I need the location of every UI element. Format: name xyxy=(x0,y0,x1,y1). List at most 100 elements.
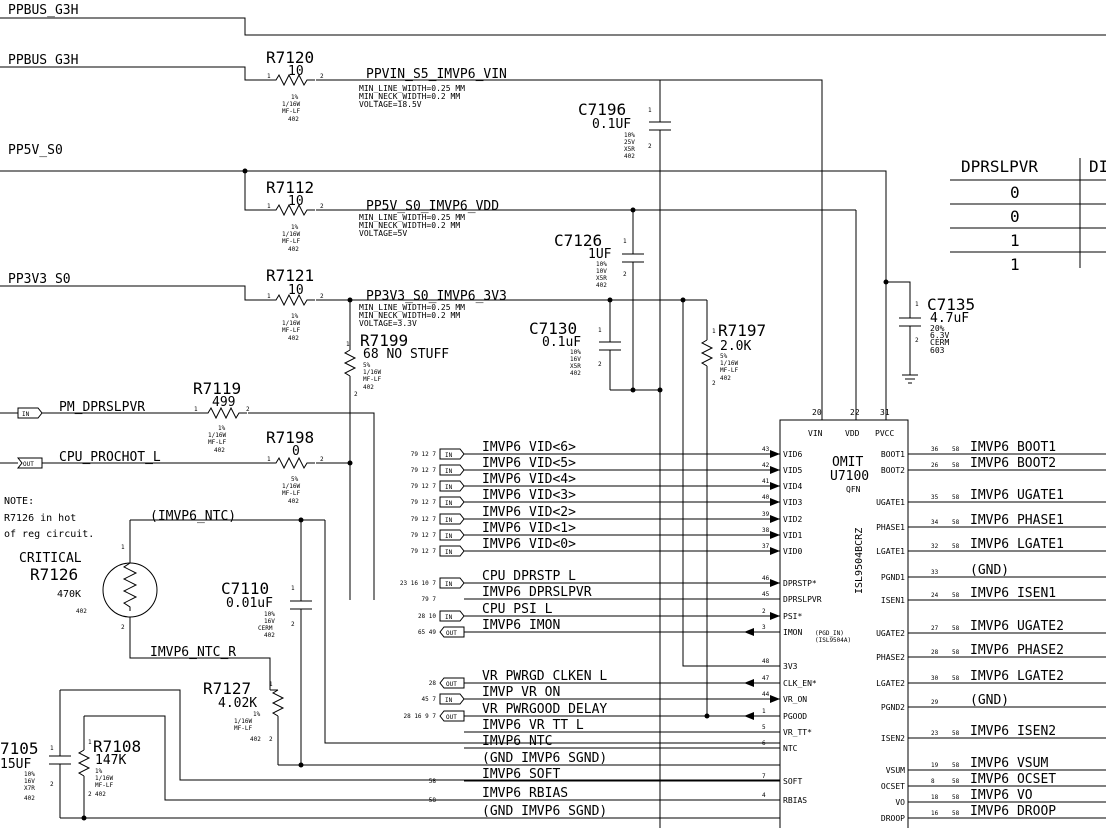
table-cell: 1 xyxy=(1010,231,1020,250)
page-refs: 79 12 7 xyxy=(411,532,437,539)
svg-text:of reg circuit.: of reg circuit. xyxy=(4,529,94,540)
r7121-value: 10 xyxy=(288,283,304,298)
signal-row: 58 IMVP6_BOOT2 xyxy=(908,456,1106,471)
signal-label: IMVP6_VID<2> xyxy=(482,505,576,520)
ic-ref: U7100 xyxy=(830,469,869,484)
ic-u7100: 20 VIN 22 VDD 31 PVCC OMIT U7100 QFN ISL… xyxy=(762,408,939,828)
net-label-pm-dprslpvr: PM_DPRSLPVR xyxy=(59,400,145,415)
svg-text:MF-LF: MF-LF xyxy=(282,327,300,334)
svg-text:X7R: X7R xyxy=(24,785,35,792)
ic-pin-name: PHASE2 xyxy=(876,653,905,662)
signal-row: (GND_IMVP6_SGND) xyxy=(464,804,780,819)
signal-label: (GND) xyxy=(970,693,1009,708)
ic-pin-number: 6 xyxy=(762,740,766,747)
svg-text:1/16W: 1/16W xyxy=(95,775,113,782)
signal-label: IMVP6_DROOP xyxy=(970,804,1056,819)
svg-text:VOLTAGE=3.3V: VOLTAGE=3.3V xyxy=(359,319,417,328)
r7112-body xyxy=(268,203,315,217)
svg-text:PVCC: PVCC xyxy=(875,429,894,438)
c7105-value: 15UF xyxy=(0,757,31,772)
ic-pin-number: 46 xyxy=(762,575,770,582)
r7127-ref: R7127 xyxy=(203,679,251,698)
svg-text:16V: 16V xyxy=(24,778,35,785)
net-label-cpu-prochot: CPU_PROCHOT_L xyxy=(59,450,161,465)
page-refs: 28 16 9 7 xyxy=(403,713,436,720)
ic-pin-number: 44 xyxy=(762,691,770,698)
page-refs: 58 xyxy=(952,543,960,550)
svg-text:1: 1 xyxy=(712,328,716,335)
svg-text:IN: IN xyxy=(445,581,453,588)
signal-label: IMVP6_LGATE2 xyxy=(970,669,1064,684)
port-in-flag xyxy=(439,448,465,460)
svg-text:MIN_NECK_WIDTH=0.2 MM: MIN_NECK_WIDTH=0.2 MM xyxy=(359,92,460,101)
signal-label: CPU_PSI_L xyxy=(482,602,553,617)
svg-text:MF-LF: MF-LF xyxy=(208,439,226,446)
ic-pin-name: PGOOD xyxy=(783,712,807,721)
svg-text:X5R: X5R xyxy=(570,363,581,370)
ic-package: QFN xyxy=(846,485,861,494)
svg-text:603: 603 xyxy=(930,346,945,355)
ic-pin-number: 45 xyxy=(762,591,770,598)
port-in-flag xyxy=(439,577,465,589)
svg-text:IN: IN xyxy=(445,533,453,540)
svg-text:6.3V: 6.3V xyxy=(930,331,949,340)
net-label-ppbus-g3h-top: PPBUS_G3H xyxy=(8,3,78,18)
page-refs: 58 xyxy=(952,462,960,469)
c7105-r7108: 7105 15UF 1 2 10% 16V X7R 402 R7108 147K… xyxy=(0,689,780,821)
page-refs: 58 xyxy=(952,730,960,737)
ic-pin-name: OCSET xyxy=(881,782,905,791)
net-label-imvp6-ntc-paren: (IMVP6_NTC) xyxy=(150,509,236,524)
svg-text:IN: IN xyxy=(445,468,453,475)
table-cell: 0 xyxy=(1010,207,1020,226)
svg-text:OUT: OUT xyxy=(446,681,457,688)
ic-pin-name: LGATE1 xyxy=(876,547,905,556)
ic-pin-name: VR_TT* xyxy=(783,728,812,737)
c7126: C7126 1UF 1 2 10% 10V X5R 402 xyxy=(554,210,644,390)
svg-text:(ISL9504A): (ISL9504A) xyxy=(815,637,851,644)
svg-text:VDD: VDD xyxy=(845,429,860,438)
signal-label: IMVP6_DPRSLPVR xyxy=(482,585,592,600)
svg-text:1%: 1% xyxy=(291,313,299,320)
arrow-icon xyxy=(770,695,780,703)
svg-text:2: 2 xyxy=(915,337,919,344)
net-ppbus-g3h-top: PPBUS_G3H xyxy=(0,3,1106,36)
c7110: C7110 0.01uF 1 2 10% 16V CERM 402 xyxy=(221,520,312,768)
svg-text:402: 402 xyxy=(214,447,225,454)
signal-label: IMVP6_BOOT1 xyxy=(970,440,1056,455)
svg-text:1%: 1% xyxy=(291,94,299,101)
ic-pin-name: 3V3 xyxy=(783,662,798,671)
ic-pin-name: VID4 xyxy=(783,482,802,491)
c7110-ref: C7110 xyxy=(221,579,269,598)
signal-label: IMVP6_BOOT2 xyxy=(970,456,1056,471)
svg-text:2: 2 xyxy=(88,791,92,798)
svg-text:2: 2 xyxy=(712,380,716,387)
signal-label: IMVP6_OCSET xyxy=(970,772,1056,787)
r7119-ref: R7119 xyxy=(193,379,241,398)
r7199-value: 68 NO STUFF xyxy=(363,347,449,362)
page-refs: 58 xyxy=(952,794,960,801)
r7119-body xyxy=(200,406,247,420)
net-pp5v-s0: PP5V_S0 R7112 10 1 2 1% 1/16W MF-LF 402 … xyxy=(0,143,887,420)
svg-text:1: 1 xyxy=(267,293,271,300)
svg-text:10%: 10% xyxy=(596,261,607,268)
signal-row: (GND) xyxy=(908,693,1106,708)
svg-text:VIN: VIN xyxy=(808,429,823,438)
ic-pin-number: 36 xyxy=(931,446,939,453)
svg-text:OUT: OUT xyxy=(23,461,34,468)
svg-text:5%: 5% xyxy=(291,476,299,483)
r7198-value: 0 xyxy=(292,444,300,459)
svg-text:1: 1 xyxy=(269,681,273,688)
c7130: C7130 0.1uF 1 2 10% 16V X5R 402 xyxy=(529,300,663,393)
page-refs: 58 xyxy=(952,762,960,769)
svg-text:MIN_NECK_WIDTH=0.2 MM: MIN_NECK_WIDTH=0.2 MM xyxy=(359,221,460,230)
signal-label: IMVP6_VID<1> xyxy=(482,521,576,536)
svg-text:MF-LF: MF-LF xyxy=(363,376,381,383)
svg-text:1: 1 xyxy=(194,406,198,413)
svg-text:1%: 1% xyxy=(291,224,299,231)
signal-label: IMVP6_ISEN2 xyxy=(970,724,1056,739)
